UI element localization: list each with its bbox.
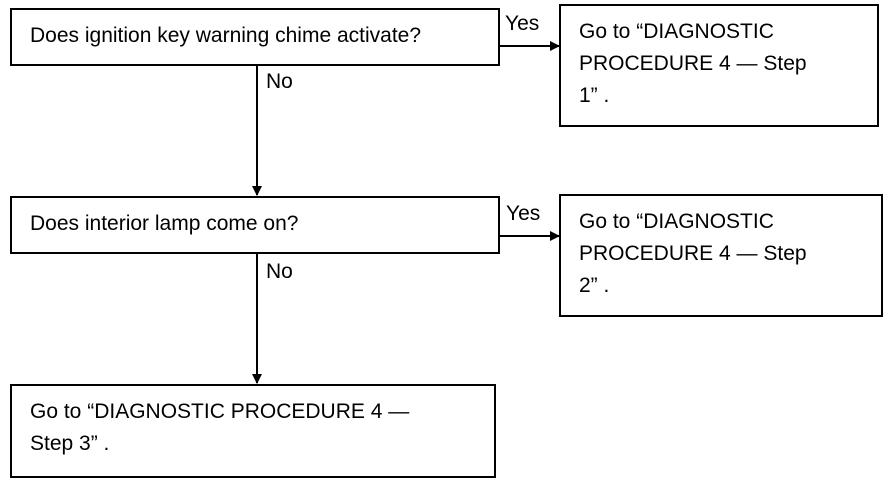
final-result-line: Step 3” . <box>30 432 110 455</box>
result-line: PROCEDURE 4 — Step <box>579 242 807 265</box>
yes-label-1: Yes <box>505 12 540 35</box>
result-line: Go to “DIAGNOSTIC <box>579 20 774 43</box>
question-text-2: Does interior lamp come on? <box>30 212 299 235</box>
result-box-step-3: Go to “DIAGNOSTIC PROCEDURE 4 — Step 3” … <box>10 384 496 478</box>
no-label-1: No <box>266 70 293 93</box>
result-line: 1” . <box>579 84 610 107</box>
question-box-2: Does interior lamp come on? <box>10 196 500 254</box>
yes-label-2: Yes <box>506 202 541 225</box>
final-result-line: Go to “DIAGNOSTIC PROCEDURE 4 — <box>30 400 410 423</box>
question-text-1: Does ignition key warning chime activate… <box>30 24 422 47</box>
result-box-step-2: Go to “DIAGNOSTIC PROCEDURE 4 — Step 2” … <box>559 194 883 317</box>
question-box-1: Does ignition key warning chime activate… <box>10 8 500 66</box>
result-line: Go to “DIAGNOSTIC <box>579 210 774 233</box>
no-label-2: No <box>266 260 293 283</box>
result-line: 2” . <box>579 274 610 297</box>
result-box-step-1: Go to “DIAGNOSTIC PROCEDURE 4 — Step 1” … <box>559 4 879 127</box>
result-line: PROCEDURE 4 — Step <box>579 52 807 75</box>
